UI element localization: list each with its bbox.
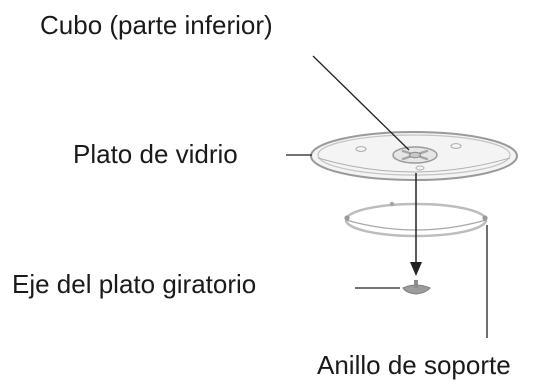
ring-roller-right <box>482 215 488 221</box>
hub-leader-line <box>312 55 410 151</box>
hub-label: Cubo (parte inferior) <box>40 10 273 40</box>
assembly-arrow <box>410 173 422 276</box>
turntable-coupler <box>402 280 431 295</box>
turntable-shaft-label: Eje del plato giratorio <box>12 269 257 299</box>
tray-hub <box>392 146 438 164</box>
ring-roller-back <box>389 201 395 207</box>
ring-roller-left <box>344 215 350 221</box>
roller-ring-label: Anillo de soporte <box>317 350 511 380</box>
glass-tray-label: Plato de vidrio <box>73 139 238 169</box>
